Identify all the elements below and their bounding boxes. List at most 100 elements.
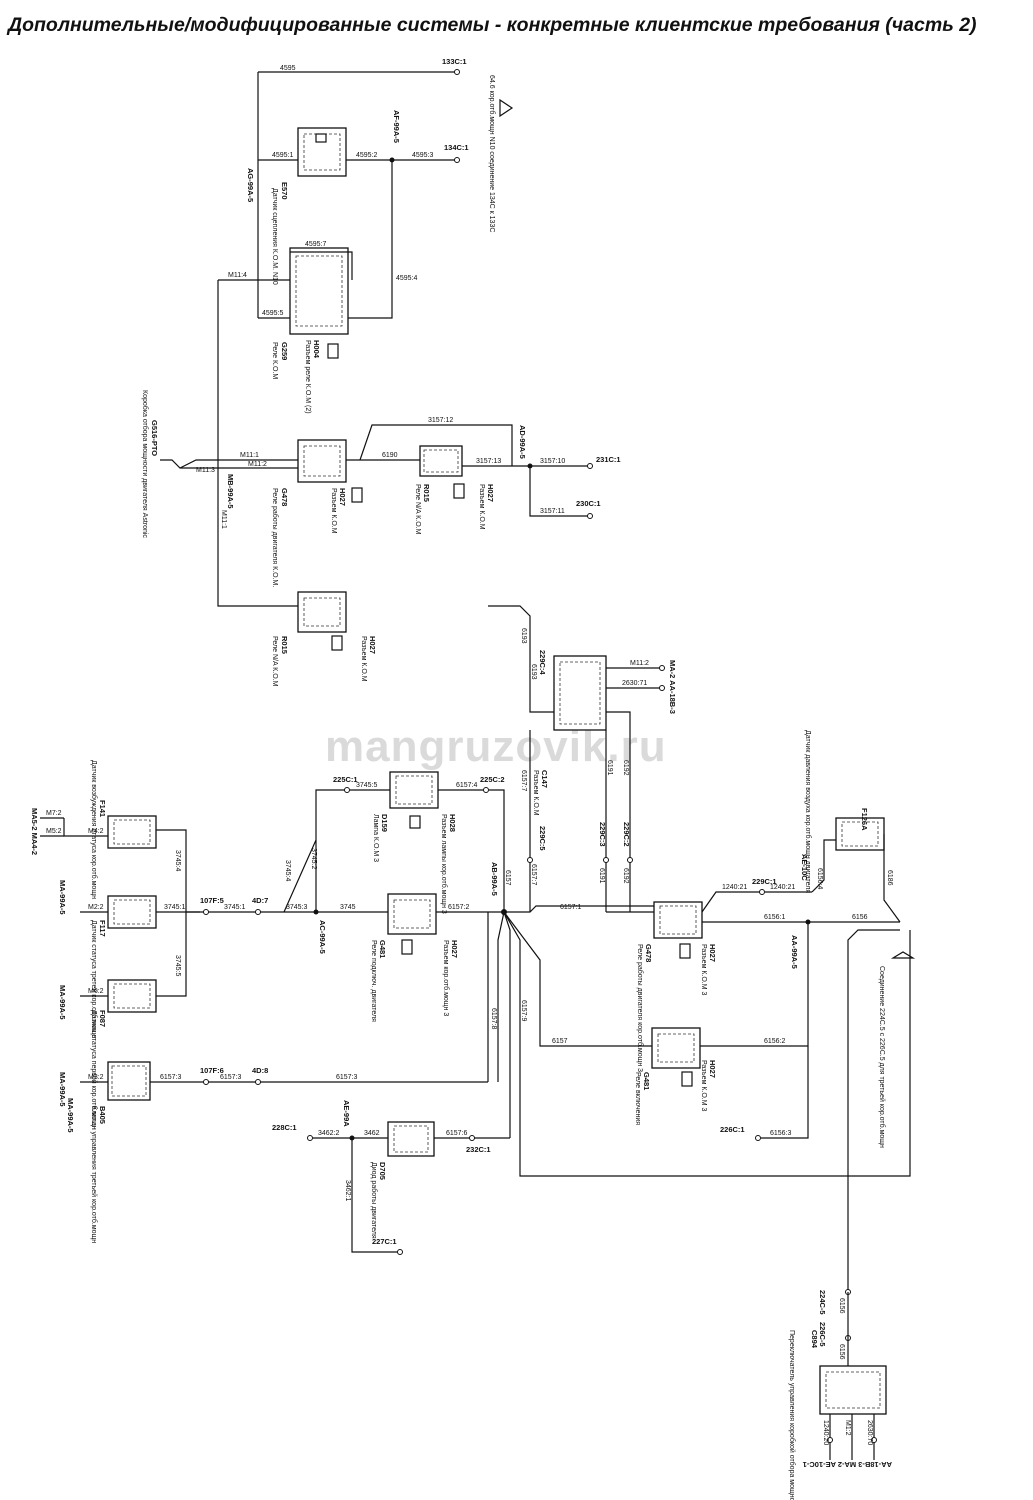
component-desc: Разъем К.О.М (330, 488, 337, 534)
wire-label: 4595:3 (412, 152, 434, 159)
connector-label: 133C:1 (442, 57, 467, 66)
component-id: G481 (642, 1072, 651, 1090)
wire-label: 6157:3 (220, 1074, 242, 1081)
watermark: mangruzovik.ru (325, 722, 667, 771)
wire-label: M11:2 (248, 461, 267, 468)
switch-section: 6156 224C-5 226C-5 6156 C894 Переключате… (66, 1098, 892, 1500)
f087-sensor-box (107, 979, 157, 1013)
component-id: G481 (378, 940, 387, 958)
g481-relay-box-a (387, 893, 437, 935)
mid-row: 107F:5 3745:1 4D:7 3745:3 3745:4 3745:2 … (186, 771, 911, 1177)
wire-label: 3745:5 (356, 782, 378, 789)
component-desc: Датчик статуса первой кор.отб.мощн (90, 1010, 98, 1130)
endpoint-label: MA-2 AA-18B-3 (668, 660, 677, 714)
connector-label: 229C:2 (622, 822, 631, 847)
wire-label: 6157:7 (530, 864, 537, 886)
diode-section: 228C:1 3462:2 AE-99A 3462 6157:6 232C:1 … (272, 1100, 510, 1255)
wire-label: 6191 (606, 760, 613, 776)
wire-label: 4595:5 (262, 310, 284, 317)
wire-label: 6157:4 (456, 782, 478, 789)
wire-label: 3745:4 (174, 850, 181, 872)
splice-label: MA-99A-5 (58, 880, 67, 915)
wire-label: 6157:9 (520, 1000, 527, 1022)
wire-label: 1240:20 (822, 1420, 829, 1445)
connector-label: 231C:1 (596, 455, 621, 464)
component-desc: Датчик статуса третей кор.отб.мощн (90, 920, 98, 1039)
pto-section: G516-PTO Коробка отбора мощности двигате… (141, 280, 621, 687)
wire-label: 6157:2 (448, 904, 470, 911)
component-id: R015 (280, 636, 289, 654)
f141-sensor-box (107, 815, 157, 849)
c147-relay-box (553, 655, 607, 731)
d159-lamp-box (389, 771, 439, 809)
wire-label: 6157:3 (336, 1074, 358, 1081)
left-sensors: MA5-2 MA4-2 M7:2 M5:2 M4:2 3745:4 F141 Д… (30, 760, 489, 1243)
connector-label: 229C:5 (538, 826, 547, 851)
component-desc: Реле работы двигателя кор.отб.мощн 3 (636, 944, 644, 1072)
splice-label: AD-99A-5 (518, 425, 527, 459)
component-desc: Разъем К.О.М 3 (700, 944, 707, 996)
g478-relay-box-b (653, 901, 703, 939)
wire-label: M1:2 (844, 1420, 851, 1436)
wire-label: 4595:4 (396, 275, 418, 282)
component-id: G478 (280, 488, 289, 506)
wire-label: 4595:1 (272, 152, 294, 159)
r015-relay-box-b (297, 591, 347, 633)
wire-label: 3745:3 (286, 904, 308, 911)
wire-label: 6156:3 (770, 1130, 792, 1137)
f117-sensor-box (107, 895, 157, 929)
g478-relay-box (297, 439, 347, 483)
splice-label: MA-99A-5 (58, 1072, 67, 1107)
component-desc: Разъем К.О.М (532, 770, 539, 816)
component-id: H028 (448, 814, 457, 832)
component-id: H004 (312, 340, 321, 359)
component-desc: Лампа К.О.М 3 (372, 814, 379, 862)
wire-label: 3745:2 (310, 848, 317, 870)
wire-label: M4:2 (88, 828, 104, 835)
component-id: H027 (708, 944, 717, 962)
component-desc: Реле N/A К.О.М (414, 484, 421, 535)
wire-label: 3157:13 (476, 458, 501, 465)
component-id: H027 (338, 488, 347, 506)
r015-relay-box-a (419, 445, 463, 477)
component-id: D705 (378, 1162, 387, 1180)
wire-label: 3462:1 (344, 1180, 351, 1202)
wire-label: 6156 (838, 1344, 845, 1360)
component-id: H027 (450, 940, 459, 958)
wire-label: 4595:7 (305, 241, 327, 248)
wire-label: 6156:1 (764, 914, 786, 921)
wire-label: M6:2 (88, 988, 104, 995)
connector-label: 226C-5 (818, 1322, 827, 1347)
connector-label: 232C:1 (466, 1145, 491, 1154)
connector-label: 224C-5 (818, 1290, 827, 1315)
component-desc: Реле подключ. двигателя (370, 940, 377, 1022)
wire-label: 3745:1 (164, 904, 186, 911)
component-desc: Датчик давления воздуха кор.отб.мощн дви… (804, 730, 812, 893)
connector-label: 134C:1 (444, 143, 469, 152)
wire-label: M11:3 (196, 467, 215, 474)
wire-label: 6156:4 (816, 868, 823, 890)
wire-label: M11:2 (630, 660, 649, 667)
wire-label: M11:4 (228, 272, 247, 279)
wire-label: 3157:11 (540, 508, 565, 515)
e570-sensor-box (297, 127, 347, 177)
component-desc: Разъем кор.отб.мощн 3 (442, 940, 450, 1016)
component-id: F087 (98, 1010, 107, 1027)
connector-label: 4D:7 (252, 896, 268, 905)
wire-label: 3157:10 (540, 458, 565, 465)
wire-label: 2630:71 (622, 680, 647, 687)
connector-label: 229C:4 (538, 650, 547, 675)
note-text: 64.6 кор.отб.мощн N10 соединение 134C к … (488, 75, 496, 232)
right-relays: 1240:21 229C:1 1240:21 6156:1 6156 G478 … (606, 730, 916, 1290)
component-desc: Разъем К.О.М (360, 636, 367, 682)
wire-label: 3745:5 (174, 955, 181, 977)
wire-label: 6193 (520, 628, 527, 644)
component-id: B405 (98, 1106, 107, 1124)
component-desc: Реле N/A К.О.М (271, 636, 278, 687)
component-id: F117 (98, 920, 107, 937)
component-id: E570 (280, 182, 289, 200)
splice-label: AA-99A-5 (790, 935, 799, 969)
wire-label: M7:2 (46, 810, 62, 817)
wire-label: 1240:21 (770, 884, 795, 891)
